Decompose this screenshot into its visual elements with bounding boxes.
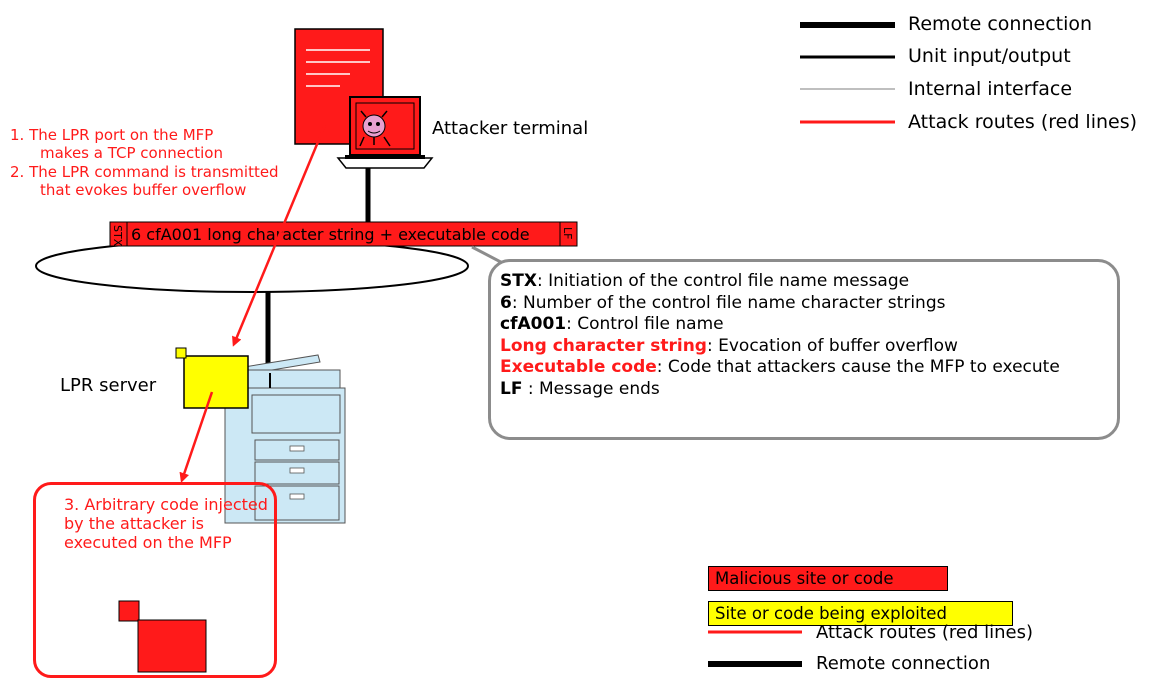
executed-code-small [118, 600, 140, 622]
attack-route-to-server [232, 124, 327, 347]
legend-label-remote: Remote connection [908, 13, 1093, 35]
attacker-terminal-label: Attacker terminal [432, 118, 589, 139]
step-2-line-2: that evokes buffer overflow [40, 181, 247, 199]
callout-row-lf: LF : Message ends [500, 378, 660, 399]
packet-text: 6 cfA001 long character string + executa… [131, 225, 530, 244]
legend-exploited-swatch: Site or code being exploited [708, 601, 1013, 626]
executed-code-large [137, 619, 207, 673]
network-ellipse [35, 239, 469, 293]
step-1-line-2: makes a TCP connection [40, 144, 223, 162]
step-3-box: 3. Arbitrary code injected by the attack… [33, 482, 277, 678]
attacker-laptop-icon [336, 96, 434, 169]
malicious-document-icon [294, 28, 384, 145]
callout-row-6: 6: Number of the control file name chara… [500, 292, 946, 313]
legend-bottom-label-attack: Attack routes (red lines) [816, 622, 1033, 643]
packet-stx-marker: STX [111, 225, 124, 247]
legend-label-attack: Attack routes (red lines) [908, 111, 1138, 133]
packet-field-callout: STX: Initiation of the control file name… [488, 259, 1120, 440]
callout-row-stx: STX: Initiation of the control file name… [500, 271, 910, 291]
step-2-line-1: 2. The LPR command is transmitted [10, 163, 279, 181]
mfp-printer-icon [224, 354, 346, 524]
callout-row-cfa001: cfA001: Control file name [500, 314, 724, 334]
packet-bar [109, 221, 578, 247]
lpr-server-box [183, 355, 249, 409]
callout-row-long-string: Long character string: Evocation of buff… [500, 335, 958, 356]
attack-route-to-execution [179, 391, 214, 483]
step-1-line-1: 1. The LPR port on the MFP [10, 126, 214, 144]
legend-bottom-label-remote: Remote connection [816, 653, 991, 674]
legend-label-internal: Internal interface [908, 78, 1073, 100]
lpr-server-tab [175, 347, 187, 359]
packet-lf-marker: LF [561, 227, 574, 239]
lpr-server-label: LPR server [60, 375, 157, 396]
legend-malicious-swatch: Malicious site or code [708, 566, 948, 591]
step-3-text: 3. Arbitrary code injected by the attack… [64, 495, 268, 552]
callout-row-executable: Executable code: Code that attackers cau… [500, 357, 1060, 377]
legend-label-unit-io: Unit input/output [908, 45, 1071, 67]
